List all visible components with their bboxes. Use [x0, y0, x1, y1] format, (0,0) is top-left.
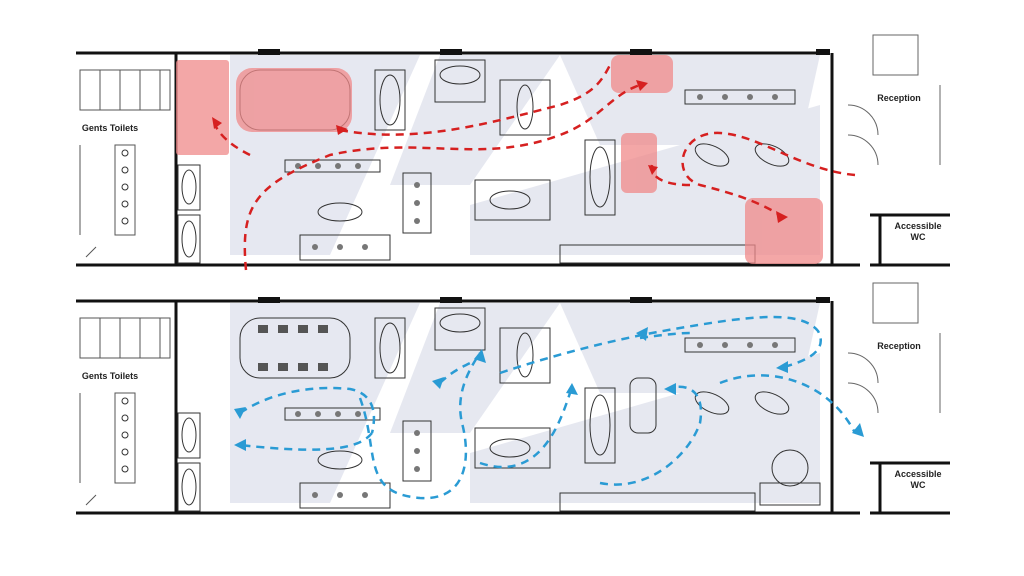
accessible-wc-label: Accessible WC: [890, 221, 946, 243]
basin-fixtures: [295, 342, 778, 498]
floor-shading: [230, 303, 820, 503]
basin-fixtures: [295, 94, 778, 250]
reception-label: Reception: [877, 341, 921, 351]
toilet-cubicles: [79, 69, 171, 258]
walls: [76, 299, 950, 515]
bathtub-displays: [177, 307, 821, 512]
gents-toilets-label: Gents Toilets: [81, 123, 139, 133]
window-mark: [258, 297, 280, 303]
bottom-plan-drawing: [76, 282, 950, 515]
window-mark: [630, 297, 652, 303]
bathtub-displays: [177, 59, 790, 264]
bottom-floor-plan: Gents Toilets Reception Accessible WC: [0, 273, 1024, 523]
window-mark: [440, 297, 462, 303]
accessible-wc-label: Accessible WC: [890, 469, 946, 491]
reception-label: Reception: [877, 93, 921, 103]
reception-area: [847, 34, 941, 166]
door-mark: [816, 49, 830, 55]
accessible-wc-line2: WC: [910, 232, 926, 242]
destination-highlights: [176, 55, 823, 264]
window-mark: [440, 49, 462, 55]
window-mark: [630, 49, 652, 55]
door-mark: [816, 297, 830, 303]
arrow-heads: [234, 327, 864, 451]
urinal-fixtures: [121, 149, 129, 225]
urinal-fixtures: [121, 397, 129, 473]
accessible-wc-line2: WC: [910, 480, 926, 490]
walls: [76, 51, 950, 267]
accessible-wc-line1: Accessible: [894, 221, 942, 231]
window-mark: [258, 49, 280, 55]
gents-toilets-label: Gents Toilets: [81, 371, 139, 381]
arrow-heads: [212, 80, 788, 223]
meeting-chairs: [258, 325, 328, 371]
top-floor-plan: Gents Toilets Reception Accessible WC: [0, 25, 1024, 275]
accessible-wc-line1: Accessible: [894, 469, 942, 479]
top-plan-drawing: [76, 34, 950, 271]
reception-area: [847, 282, 941, 414]
toilet-cubicles: [79, 317, 171, 506]
vanity-units: [239, 317, 796, 512]
